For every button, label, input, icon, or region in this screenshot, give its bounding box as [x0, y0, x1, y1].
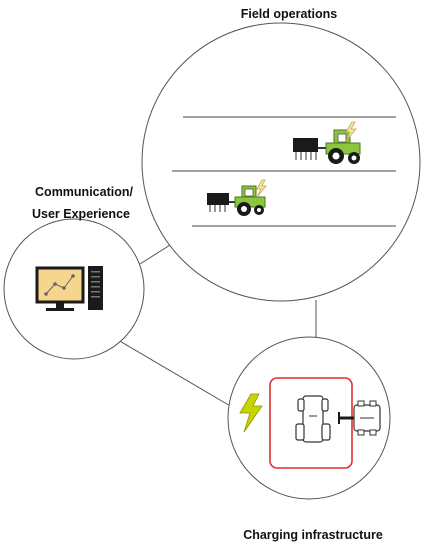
computer-monitor-icon — [35, 266, 85, 311]
server-tower-icon — [88, 266, 103, 310]
charging-node — [227, 336, 391, 500]
charging-frame — [269, 377, 353, 469]
tractor-group-upper — [293, 121, 361, 164]
lightning-icon — [239, 393, 263, 433]
tractor-icon — [325, 129, 361, 164]
tractor-icon — [234, 185, 266, 216]
lightning-icon — [345, 121, 357, 142]
communication-label-line1: Communication/ — [35, 185, 133, 199]
lightning-icon — [256, 179, 267, 198]
connector-comm-charging — [117, 339, 233, 408]
implement-icon — [207, 193, 236, 212]
charging-robot-icon — [338, 400, 381, 436]
tractor-group-lower — [207, 179, 267, 216]
communication-node — [3, 218, 145, 360]
communication-label-line2: User Experience — [32, 207, 130, 221]
field-operations-circle — [141, 22, 421, 302]
implement-icon — [293, 138, 326, 160]
tractor-topview-icon — [295, 395, 331, 443]
charging-infrastructure-label: Charging infrastructure — [243, 528, 383, 542]
field-operations-node — [141, 22, 421, 302]
field-operations-label: Field operations — [241, 7, 338, 21]
